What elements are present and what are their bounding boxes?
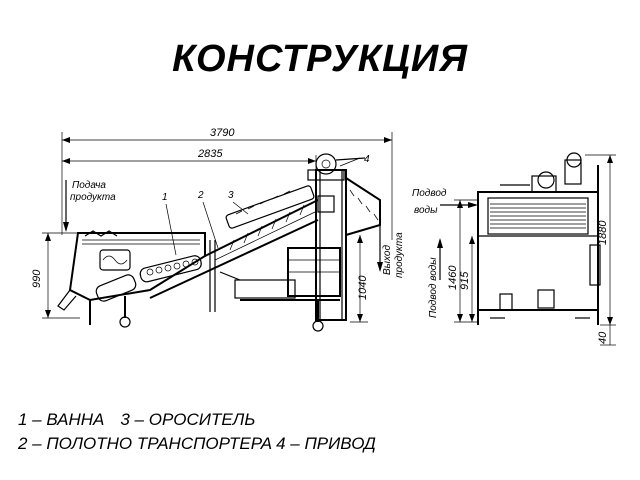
legend-item-conveyor: 2 – ПОЛОТНО ТРАНСПОРТЕРА <box>18 434 273 453</box>
svg-text:2: 2 <box>197 190 204 201</box>
feed-label-line2: продукта <box>70 192 116 203</box>
bath-rollers <box>139 255 202 283</box>
dimension-1040: 1040 <box>350 235 369 323</box>
outlet-label-line2: продукта <box>394 232 405 278</box>
dimension-40: 40 <box>597 325 616 346</box>
outlet-product-label: Выход продукта <box>377 225 405 278</box>
callout-3: 3 <box>228 190 249 215</box>
water-inlet-side: Подвод воды <box>428 238 443 318</box>
callout-2: 2 <box>197 190 219 249</box>
callout-4: 4 <box>339 154 370 167</box>
dimension-915: 915 <box>459 236 475 322</box>
feed-product-label: Подача продукта <box>63 180 116 232</box>
svg-text:4: 4 <box>364 154 370 165</box>
sprinkler <box>225 185 315 229</box>
dimension-3790: 3790 <box>61 127 393 240</box>
outlet-label-line1: Выход <box>382 245 393 275</box>
legend-item-drive: 4 – ПРИВОД <box>276 434 376 453</box>
water-top-line2: воды <box>414 205 438 216</box>
feed-label-line1: Подача <box>72 180 106 191</box>
dimension-1460: 1460 <box>447 199 478 323</box>
dim-3790: 3790 <box>210 127 235 139</box>
bath <box>57 230 206 328</box>
water-inlet-top: Подвод воды <box>412 188 478 216</box>
dim-2835: 2835 <box>197 148 223 160</box>
dim-40: 40 <box>597 331 609 344</box>
svg-text:3: 3 <box>228 190 234 201</box>
svg-text:1: 1 <box>162 192 168 203</box>
dim-1460: 1460 <box>447 265 459 290</box>
dimension-990: 990 <box>31 232 80 319</box>
callout-1: 1 <box>162 192 177 256</box>
legend-item-bath: 1 – ВАННА <box>18 410 105 429</box>
water-side-label: Подвод воды <box>428 257 439 318</box>
water-top-line1: Подвод <box>412 188 447 199</box>
dim-1880: 1880 <box>597 220 609 245</box>
legend-line-1: 1 – ВАННА 3 – ОРОСИТЕЛЬ <box>18 410 271 430</box>
side-view <box>477 152 601 325</box>
dim-1040: 1040 <box>357 275 369 300</box>
drive-tower <box>219 153 381 332</box>
page-title: КОНСТРУКЦИЯ <box>172 38 468 80</box>
legend-item-sprinkler: 3 – ОРОСИТЕЛЬ <box>120 410 256 429</box>
dim-990: 990 <box>31 269 43 288</box>
inclined-conveyor <box>149 199 319 312</box>
dimension-1880: 1880 <box>585 154 616 326</box>
dim-915: 915 <box>459 271 471 290</box>
